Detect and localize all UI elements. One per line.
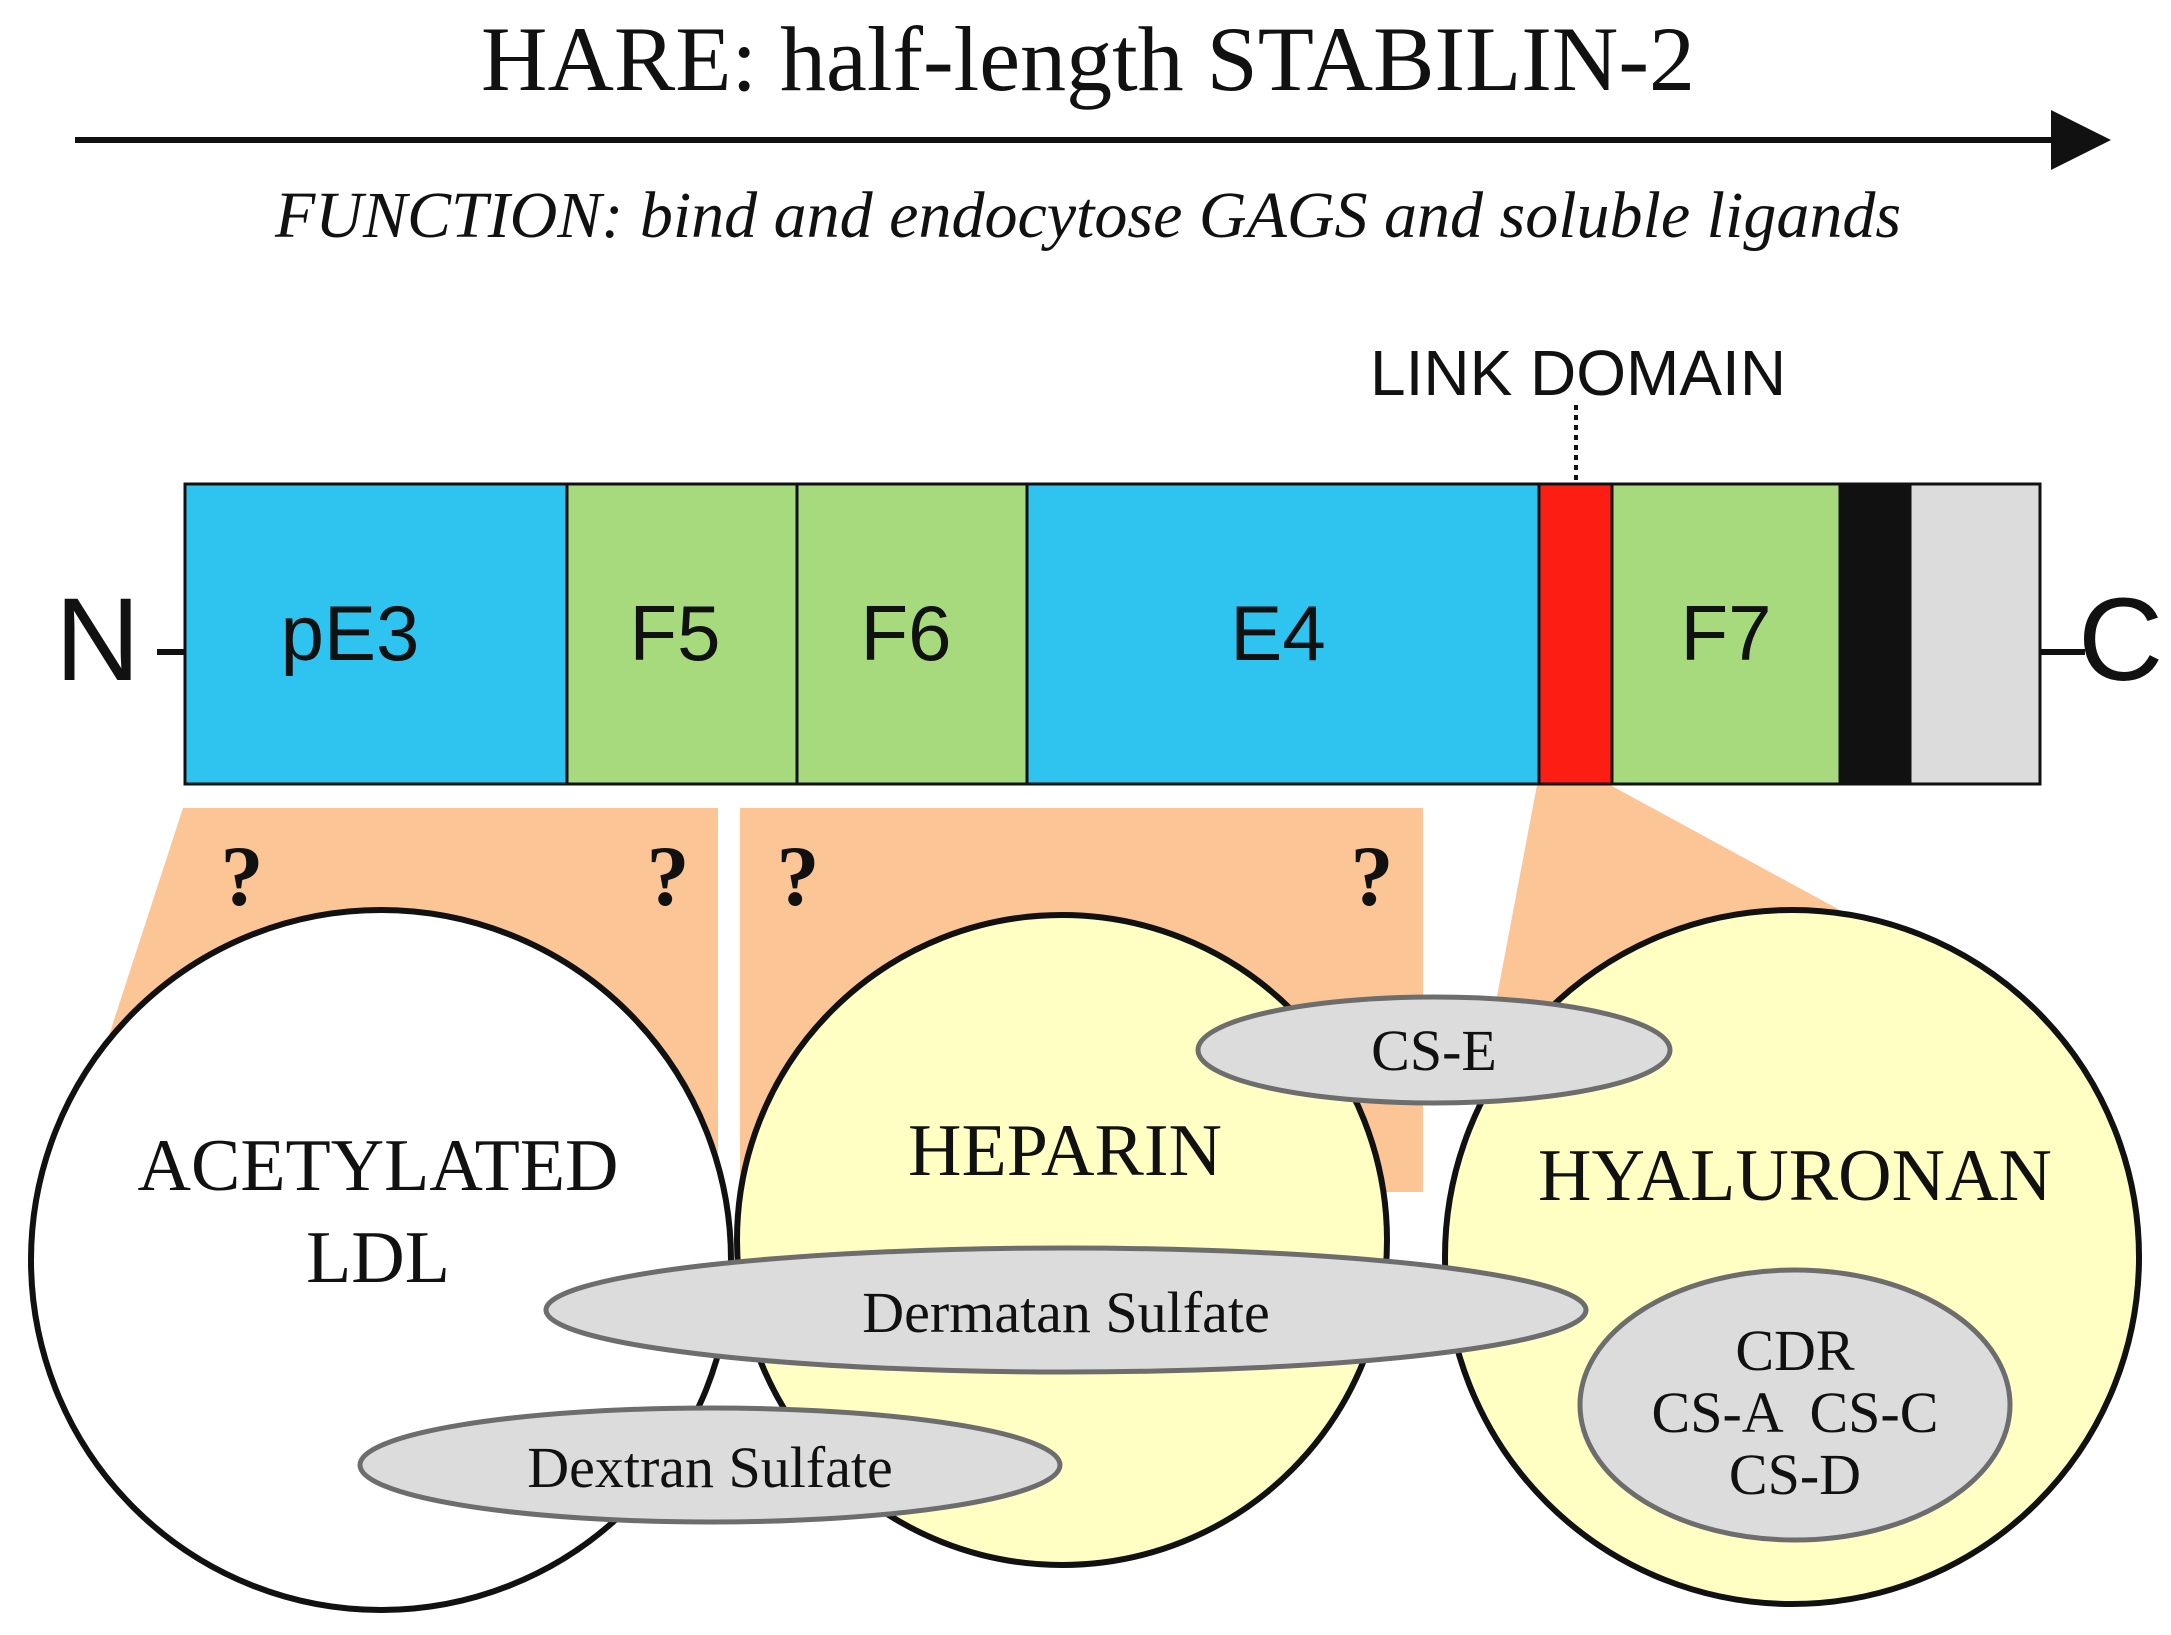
- domain-link: [1537, 482, 1614, 786]
- ligand-label-dermatan-sulfate: Dermatan Sulfate: [862, 1280, 1269, 1345]
- domain-label-f7: F7: [1680, 589, 1771, 677]
- ligand-circle-heparin: [734, 912, 1390, 1568]
- ligand-label-cs-e: CS-E: [1371, 1018, 1497, 1083]
- ligand-oval-cdr-cs: [1577, 1267, 2013, 1543]
- unknown-mark: ?: [777, 828, 820, 924]
- unknown-mark: ?: [647, 828, 690, 924]
- ligand-label-dextran-sulfate: Dextran Sulfate: [527, 1435, 893, 1500]
- domain-f5: [565, 482, 799, 786]
- ligand-oval-cs-e: [1195, 994, 1673, 1106]
- domain-transmembrane: [1838, 482, 1912, 786]
- link-domain-label: LINK DOMAIN: [1370, 337, 1786, 409]
- unknown-mark: ?: [1351, 828, 1394, 924]
- domain-label-f6: F6: [860, 589, 951, 677]
- ligand-label-cdr: CDR: [1735, 1318, 1855, 1383]
- diagram-title: HARE: half-length STABILIN-2: [481, 8, 1695, 110]
- ligand-label-cs-d: CS-D: [1729, 1442, 1861, 1507]
- unknown-mark: ?: [221, 828, 264, 924]
- ligand-label-heparin: HEPARIN: [908, 1110, 1222, 1192]
- c-terminus-label: C: [2078, 574, 2163, 706]
- domain-pe3: [183, 482, 569, 786]
- ligand-label-ldl: LDL: [306, 1217, 450, 1299]
- domain-label-f5: F5: [629, 589, 720, 677]
- ligand-label-acetylated: ACETYLATED: [138, 1125, 619, 1207]
- ligand-oval-dermatan-sulfate: [543, 1245, 1589, 1375]
- domain-bar: [183, 482, 2042, 786]
- n-terminus-label: N: [55, 574, 140, 706]
- function-text: FUNCTION: bind and endocytose GAGS and s…: [274, 179, 1901, 252]
- domain-cytoplasmic: [1908, 482, 2042, 786]
- ligand-oval-dextran-sulfate: [357, 1405, 1063, 1525]
- ligand-label-cs-a-cs-c: CS-A CS-C: [1652, 1380, 1939, 1445]
- ligand-label-hyaluronan: HYALURONAN: [1538, 1135, 2052, 1217]
- domain-label-pe3: pE3: [281, 589, 420, 677]
- domain-label-e4: E4: [1230, 589, 1325, 677]
